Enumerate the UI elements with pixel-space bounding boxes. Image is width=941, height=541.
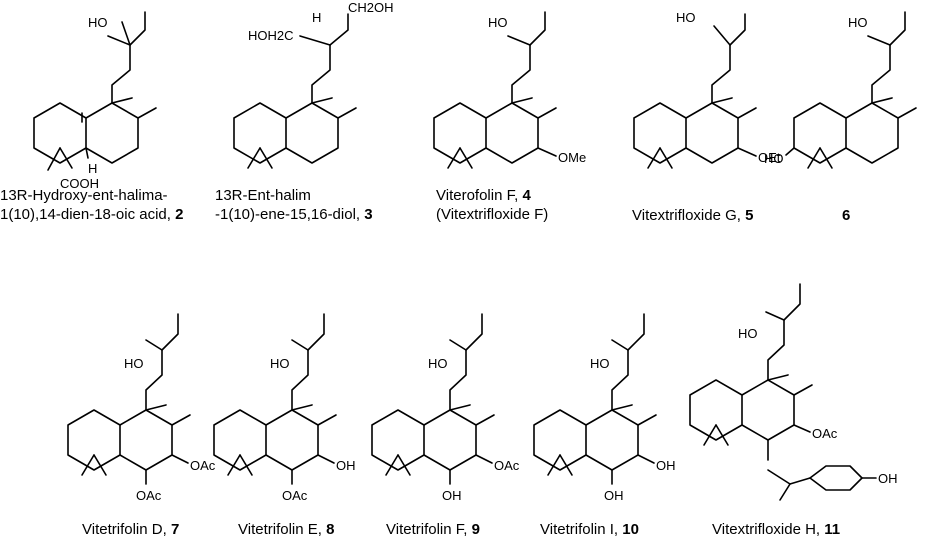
structure-compound-10: HO OH OH [533,313,676,503]
acetoxy-label: OAc [282,488,308,503]
compound-name: -1(10)-ene-15,16-diol, [215,206,365,223]
compound-number: 6 [842,207,851,224]
carboxyl-label: COOH [60,176,99,191]
compound-name: 1(10),14-dien-18-oic acid, [0,206,176,223]
caption-compound-11: Vitextrifloxide H, 11 [712,520,840,539]
hydroxyl-label: HO [124,356,144,371]
caption-compound-4: Viterofolin F, 4 (Vitextrifloxide F) [436,186,548,224]
structure-compound-4: HO OMe [433,11,586,169]
hydroxyl-label: HO [676,10,696,25]
structure-compound-7: HO OAc OAc [67,313,216,503]
ethoxy-label: OEt [758,150,781,165]
hydroxyl-label: HO [488,15,508,30]
compound-number: 10 [622,521,639,538]
hydroxymethyl-label: HOH2C [248,28,294,43]
acetoxy-label: OAc [812,426,838,441]
hydroxyl-label: HO [738,326,758,341]
compound-number: 9 [471,521,480,538]
caption-compound-5: Vitextrifloxide G, 5 [632,206,753,225]
hydrogen-label: H [88,161,97,176]
caption-compound-9: Vitetrifolin F, 9 [386,520,480,539]
compound-name: Viterofolin F, [436,187,523,204]
caption-compound-6: 6 [842,206,850,225]
hydroxyl-label: HO [428,356,448,371]
structure-compound-8: HO OH OAc [213,313,356,503]
compound-number: 4 [522,187,531,204]
compound-synonym: (Vitextrifloxide F) [436,206,549,223]
caption-compound-7: Vitetrifolin D, 7 [82,520,179,539]
compound-name: Vitetrifolin E, [238,521,327,538]
hydroxyl-label: OH [442,488,462,503]
caption-compound-8: Vitetrifolin E, 8 [238,520,334,539]
compound-number: 11 [824,521,841,538]
structure-compound-11: HO OAc OAc OH [689,283,898,501]
caption-compound-2: 13R-Hydroxy-ent-halima- 1(10),14-dien-18… [0,186,183,224]
structure-compound-9: HO OAc OH [371,313,520,503]
compound-number: 5 [745,207,754,224]
hydroxyl-label: HO [848,15,868,30]
hydroxyl-label: HO [270,356,290,371]
caption-compound-10: Vitetrifolin I, 10 [540,520,639,539]
compound-name: Vitetrifolin I, [540,521,623,538]
methoxy-label: OMe [558,150,586,165]
structure-compound-2: HO H COOH [33,11,157,191]
compound-number: 7 [170,521,180,538]
structure-compound-6: HO HO [764,11,917,169]
compound-name: Vitextrifloxide G, [632,207,746,224]
compound-number: 8 [326,521,335,538]
caption-compound-3: 13R-Ent-halim -1(10)-ene-15,16-diol, 3 [215,186,373,224]
hydroxyl-label: OH [604,488,624,503]
hydroxyl-label: HO [764,151,784,166]
acetoxy-label: OAc [494,458,520,473]
compound-name: 13R-Ent-halim [215,187,311,204]
compound-number: 3 [364,206,373,223]
acetoxy-label: OAc [190,458,216,473]
structure-compound-5: HO OEt [633,10,781,169]
hydroxymethyl-label: CH2OH [348,0,394,15]
compound-name: Vitetrifolin F, [386,521,472,538]
acetoxy-label: OAc [136,488,162,503]
compound-name: Vitetrifolin D, [82,521,171,538]
hydroxyl-label: HO [590,356,610,371]
hydroxyl-label: HO [88,15,108,30]
structure-compound-3: H HOH2C CH2OH [233,0,394,169]
compound-name: Vitextrifloxide H, [712,521,825,538]
compound-number: 2 [175,206,184,223]
phenol-hydroxyl-label: OH [878,471,898,486]
hydroxyl-label: OH [336,458,356,473]
hydrogen-label: H [312,10,321,25]
compound-name: 13R-Hydroxy-ent-halima- [0,187,168,204]
hydroxyl-label: OH [656,458,676,473]
